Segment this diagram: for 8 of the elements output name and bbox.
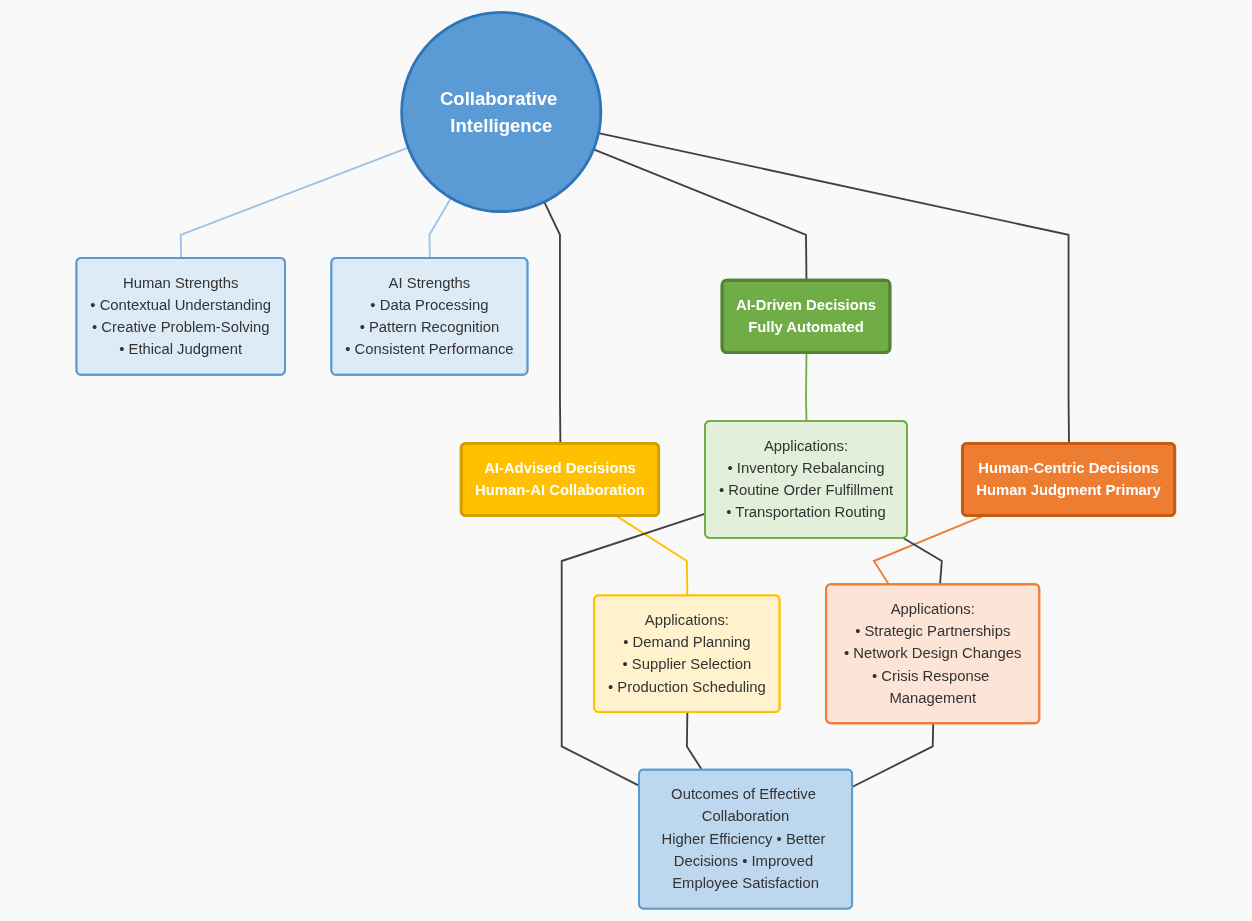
node-circle: Collaborative Intelligence (400, 11, 603, 214)
connector (428, 197, 453, 260)
connector (616, 515, 689, 597)
connector (903, 537, 944, 586)
connector (852, 722, 935, 788)
connector (686, 711, 704, 771)
connector (180, 146, 410, 260)
connector (805, 352, 808, 423)
